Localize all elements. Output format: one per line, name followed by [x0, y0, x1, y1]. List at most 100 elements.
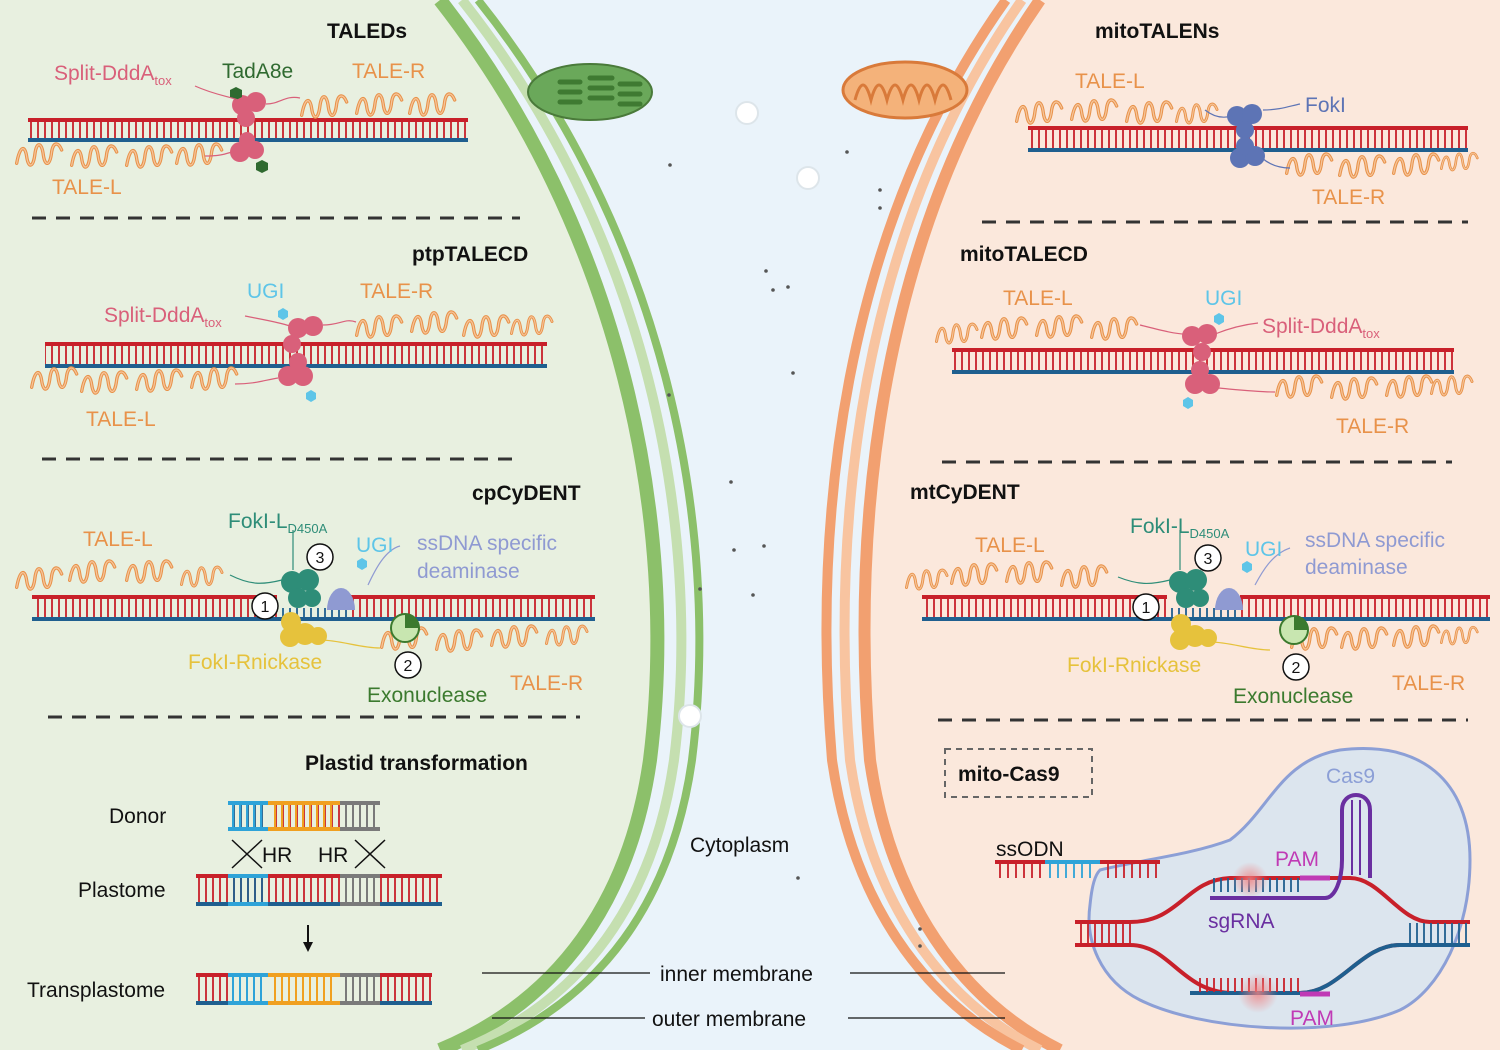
svg-text:1: 1 [1142, 600, 1151, 617]
mtcydent-step-2: 2 [1282, 653, 1310, 681]
donor-dna [228, 801, 380, 831]
ssodn-label: ssODN [996, 838, 1064, 861]
taleds-split-ddda-label: Split-DddAtox [54, 62, 172, 88]
mtcydent-rnickase-label: FokI-Rnickase [1067, 654, 1201, 677]
mtcydent-step-1: 1 [1132, 593, 1160, 621]
svg-text:1: 1 [261, 599, 270, 616]
mitotalens-panel: mitoTALENs TALE-L FokI TALE-R [1015, 20, 1479, 209]
mitotalecd-tale-r-label: TALE-R [1336, 415, 1409, 438]
ssodn-strand [995, 860, 1160, 878]
mtcydent-panel: mtCyDENT FokI-LD450A [905, 481, 1490, 708]
mitotalecd-title: mitoTALECD [960, 243, 1088, 266]
hr-label-2: HR [318, 844, 348, 867]
mtcydent-tale-r-label: TALE-R [1392, 672, 1465, 695]
cpcydent-tale-r-label: TALE-R [510, 672, 583, 695]
sgrna [1210, 793, 1372, 997]
plastid-panel: Plastid transformation Donor HR HR Plast… [27, 752, 528, 1005]
cpcydent-ugi-label: UGI [356, 534, 393, 557]
mtcydent-tale-l-label: TALE-L [975, 534, 1045, 557]
mtcydent-foki-l-label: FokI-LD450A [1130, 515, 1230, 541]
plastome-dna [196, 874, 442, 906]
cytoplasm-label: Cytoplasm [690, 834, 789, 857]
cpcydent-title: cpCyDENT [472, 482, 581, 505]
mtcydent-ssdna-label-1: ssDNA specific [1305, 529, 1445, 552]
mtcydent-ssdna-deaminase [1215, 588, 1243, 610]
plastid-title: Plastid transformation [305, 752, 528, 775]
outer-membrane-label: outer membrane [652, 1008, 806, 1031]
taleds-tada8e-label: TadA8e [222, 60, 293, 83]
mitotalecd-split-ddda-label: Split-DddAtox [1262, 315, 1380, 341]
svg-text:3: 3 [1204, 551, 1213, 568]
taleds-tale-r-label: TALE-R [352, 60, 425, 83]
mitotalens-foki-label: FokI [1305, 94, 1346, 117]
mitotalens-foki [1227, 104, 1265, 168]
ptptalecd-tale-r-label: TALE-R [360, 280, 433, 303]
cas9-label: Cas9 [1326, 765, 1375, 788]
svg-text:2: 2 [1292, 660, 1301, 677]
mtcydent-title: mtCyDENT [910, 481, 1020, 504]
mitotalens-tale-l-label: TALE-L [1075, 70, 1145, 93]
mitochondrion-icon [841, 60, 969, 120]
ptptalecd-split-ddda-label: Split-DddAtox [104, 304, 222, 330]
vesicles [678, 101, 820, 728]
pam-bottom-label: PAM [1290, 1007, 1334, 1030]
down-arrow-icon [303, 925, 313, 952]
cpcydent-exonuclease [390, 613, 420, 643]
mitotalecd-tale-l-label: TALE-L [1003, 287, 1073, 310]
taleds-tale-l-label: TALE-L [52, 176, 122, 199]
mtcydent-ugi [1242, 561, 1252, 573]
mtcydent-exonuclease-label: Exonuclease [1233, 685, 1353, 708]
sgrna-label: sgRNA [1208, 910, 1275, 933]
mitotalens-tale-r-label: TALE-R [1312, 186, 1385, 209]
svg-text:3: 3 [316, 550, 325, 567]
cpcydent-step-1: 1 [251, 592, 279, 620]
cpcydent-rnickase-label: FokI-Rnickase [188, 651, 322, 674]
cytoplasm-particles [667, 150, 922, 948]
mtcydent-rnickase [1170, 614, 1217, 650]
taleds-title: TALEDs [327, 20, 407, 43]
mitotalens-title: mitoTALENs [1095, 20, 1219, 43]
mitotalecd-split-ddda [1182, 324, 1220, 394]
hr-crossovers [231, 839, 386, 869]
ptptalecd-ugi [278, 308, 316, 402]
cpcydent-step-3: 3 [306, 543, 334, 571]
cpcydent-exonuclease-label: Exonuclease [367, 684, 487, 707]
mitocas9-title-box [944, 748, 1093, 798]
donor-label: Donor [109, 805, 166, 828]
target-dna-bubble [1075, 862, 1470, 1013]
mtcydent-dna [922, 595, 1490, 621]
mtcydent-exonuclease [1279, 615, 1309, 645]
cpcydent-ssdna-deaminase [327, 588, 355, 610]
inner-membrane-label: inner membrane [660, 963, 813, 986]
mitotalecd-ugi [1183, 313, 1224, 409]
mtcydent-step-3: 3 [1194, 544, 1222, 572]
svg-text:2: 2 [404, 658, 413, 675]
pam-top-label: PAM [1275, 848, 1319, 871]
mtcydent-foki-l [1169, 569, 1209, 608]
taleds-panel: TALEDs Split-DddAtox TadA8e TALE-R TALE-… [15, 20, 468, 199]
ptptalecd-title: ptpTALECD [412, 243, 528, 266]
transplastome-dna [196, 973, 432, 1005]
mitotalecd-ugi-label: UGI [1205, 287, 1242, 310]
mitocas9-title: mito-Cas9 [958, 763, 1060, 786]
ptptalecd-tale-l-label: TALE-L [86, 408, 156, 431]
mitochondrion-membrane [821, 0, 1063, 1050]
cpcydent-ssdna-label-1: ssDNA specific [417, 532, 557, 555]
mtcydent-ugi-label: UGI [1245, 538, 1282, 561]
cpcydent-tale-l-label: TALE-L [83, 528, 153, 551]
cpcydent-foki-l [281, 569, 321, 608]
cpcydent-ugi [357, 558, 367, 570]
chloroplast-interior [0, 0, 658, 1050]
plastome-label: Plastome [78, 879, 166, 902]
mitocas9-panel: mito-Cas9 ssODN [944, 747, 1472, 1030]
taleds-split-ddda [230, 92, 266, 162]
ptptalecd-ugi-label: UGI [247, 280, 284, 303]
taleds-tada8e [230, 87, 268, 173]
ptptalecd-split-ddda [278, 316, 323, 386]
chloroplast-icon [527, 63, 653, 121]
mtcydent-ssdna-label-2: deaminase [1305, 556, 1408, 579]
cpcydent-panel: cpCyDENT FokI-LD450A [15, 482, 595, 707]
hr-label-1: HR [262, 844, 292, 867]
cpcydent-step-2: 2 [394, 651, 422, 679]
